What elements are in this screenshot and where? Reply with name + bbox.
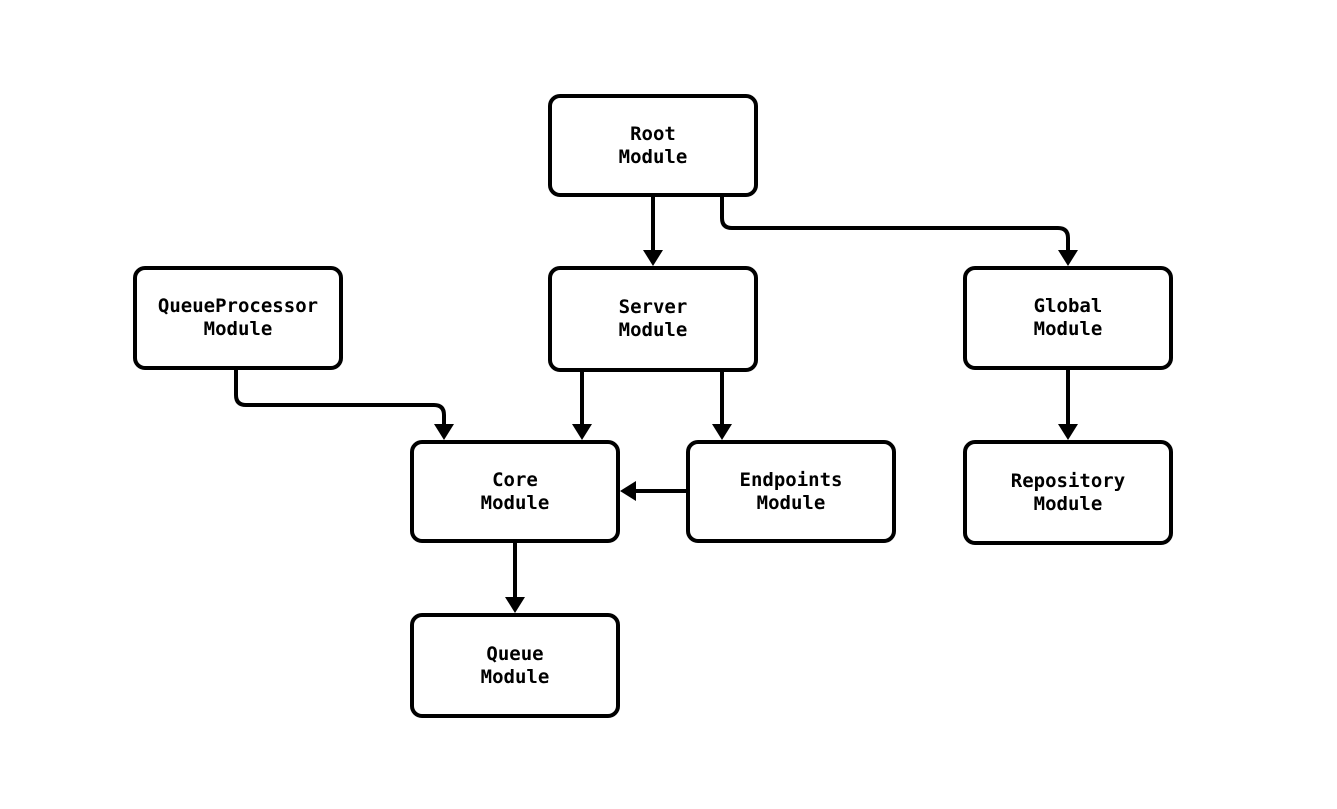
node-queueprocessor[interactable]: QueueProcessor Module [133, 266, 343, 370]
edge-root-to-global [720, 197, 1078, 266]
node-label-core: Core Module [480, 468, 550, 514]
node-core[interactable]: Core Module [410, 440, 620, 543]
node-endpoints[interactable]: Endpoints Module [686, 440, 896, 543]
arrowhead-icon-global-to-repository [1058, 424, 1078, 440]
edge-queueprocessor-to-core [234, 370, 454, 440]
node-label-global: Global Module [1033, 295, 1103, 340]
arrowhead-icon-root-to-server [643, 250, 663, 266]
arrowhead-icon-server-to-endpoints [712, 424, 732, 440]
edge-server-to-core [572, 372, 592, 440]
edge-core-to-queue [505, 543, 525, 613]
edge-endpoints-to-core [620, 481, 686, 501]
arrowhead-icon-server-to-core [572, 424, 592, 440]
edge-line-root-to-global [720, 197, 1070, 250]
node-server[interactable]: Server Module [548, 266, 758, 372]
arrowhead-icon-queueprocessor-to-core [434, 424, 454, 440]
node-global[interactable]: Global Module [963, 266, 1173, 370]
edge-server-to-endpoints [712, 372, 732, 440]
node-repository[interactable]: Repository Module [963, 440, 1173, 545]
edge-global-to-repository [1058, 370, 1078, 440]
node-label-root: Root Module [618, 122, 688, 168]
node-label-repository: Repository Module [1010, 469, 1126, 515]
arrowhead-icon-core-to-queue [505, 597, 525, 613]
node-label-queue: Queue Module [480, 642, 550, 688]
node-label-queueprocessor: QueueProcessor Module [157, 295, 319, 340]
edge-root-to-server [643, 197, 663, 266]
arrowhead-icon-endpoints-to-core [620, 481, 636, 501]
edge-line-queueprocessor-to-core [234, 370, 446, 424]
node-label-endpoints: Endpoints Module [739, 468, 843, 514]
node-queue[interactable]: Queue Module [410, 613, 620, 718]
node-label-server: Server Module [618, 296, 688, 341]
edges-group [234, 197, 1078, 613]
node-root[interactable]: Root Module [548, 94, 758, 197]
arrowhead-icon-root-to-global [1058, 250, 1078, 266]
